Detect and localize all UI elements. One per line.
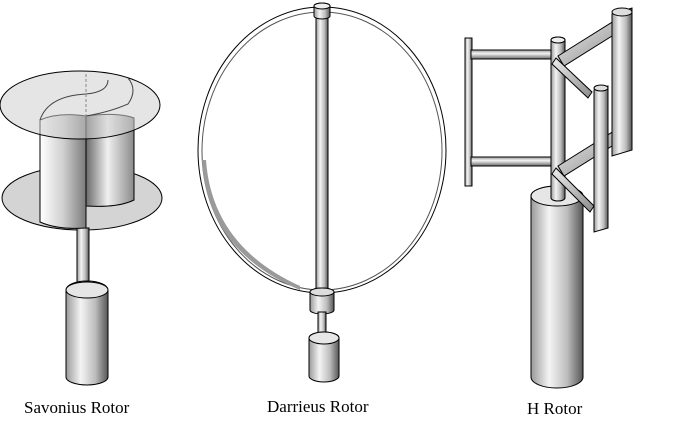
savonius-rotor bbox=[0, 70, 163, 386]
h-rotor bbox=[464, 7, 633, 389]
darrieus-rotor bbox=[197, 2, 447, 383]
h-rotor-label: H Rotor bbox=[527, 399, 583, 418]
savonius-top-disc bbox=[0, 70, 161, 140]
h-rotor-blade-front bbox=[593, 85, 609, 233]
h-rotor-blade-left bbox=[464, 37, 473, 187]
savonius-rotor-label: Savonius Rotor bbox=[24, 398, 130, 417]
h-rotor-arm-lower bbox=[470, 156, 562, 167]
savonius-base-cylinder bbox=[65, 280, 109, 386]
h-rotor-blade-right bbox=[611, 7, 633, 157]
darrieus-lower-shaft bbox=[317, 311, 327, 335]
h-rotor-tower bbox=[530, 185, 584, 389]
savonius-shaft bbox=[76, 227, 90, 285]
darrieus-rotor-label: Darrieus Rotor bbox=[267, 397, 369, 416]
h-rotor-arm-upper bbox=[470, 49, 562, 60]
darrieus-mast bbox=[315, 13, 329, 293]
